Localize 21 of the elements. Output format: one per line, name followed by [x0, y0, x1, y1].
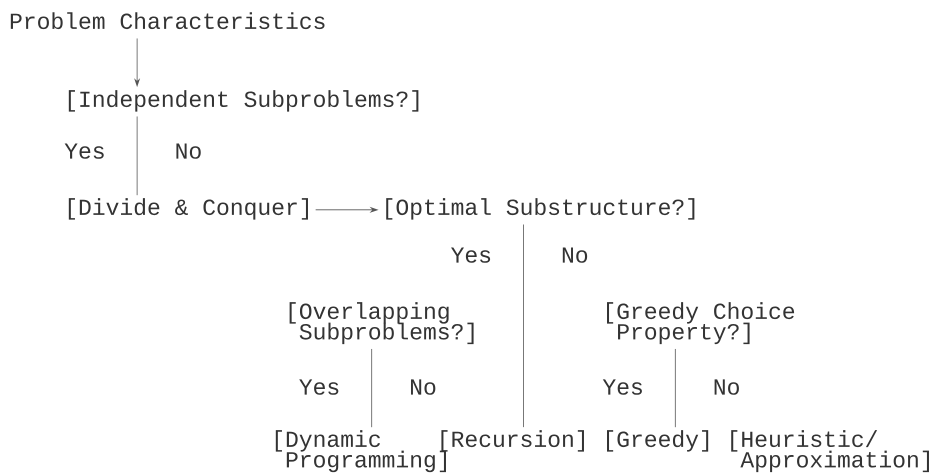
node-text: [Greedy]	[607, 430, 708, 452]
node-text: [Greedy Choice Property?]	[607, 302, 794, 344]
branch-label: No	[176, 143, 201, 159]
branch-label: Yes	[451, 247, 490, 263]
branch-label: Yes	[602, 379, 642, 395]
connector-line	[523, 224, 524, 428]
connector-line	[674, 348, 676, 428]
branch-label: Yes	[64, 143, 104, 159]
node-text: [Overlapping Subproblems?]	[290, 302, 474, 344]
node-text: [Heuristic/ Approximation]	[731, 430, 929, 472]
branch-label: No	[714, 379, 739, 395]
connector-line	[136, 116, 138, 196]
node-text: [Optimal Substructure?]	[386, 198, 694, 220]
node-text: [Independent Subproblems?]	[68, 90, 418, 112]
branch-label: Yes	[299, 379, 338, 395]
branch-label: No	[411, 379, 436, 395]
node-text: Problem Characteristics	[10, 12, 324, 30]
node-text: [Divide & Conquer]	[68, 198, 308, 220]
branch-label: No	[562, 247, 588, 263]
node-text: [Recursion]	[441, 430, 584, 452]
connector-line	[371, 348, 372, 428]
